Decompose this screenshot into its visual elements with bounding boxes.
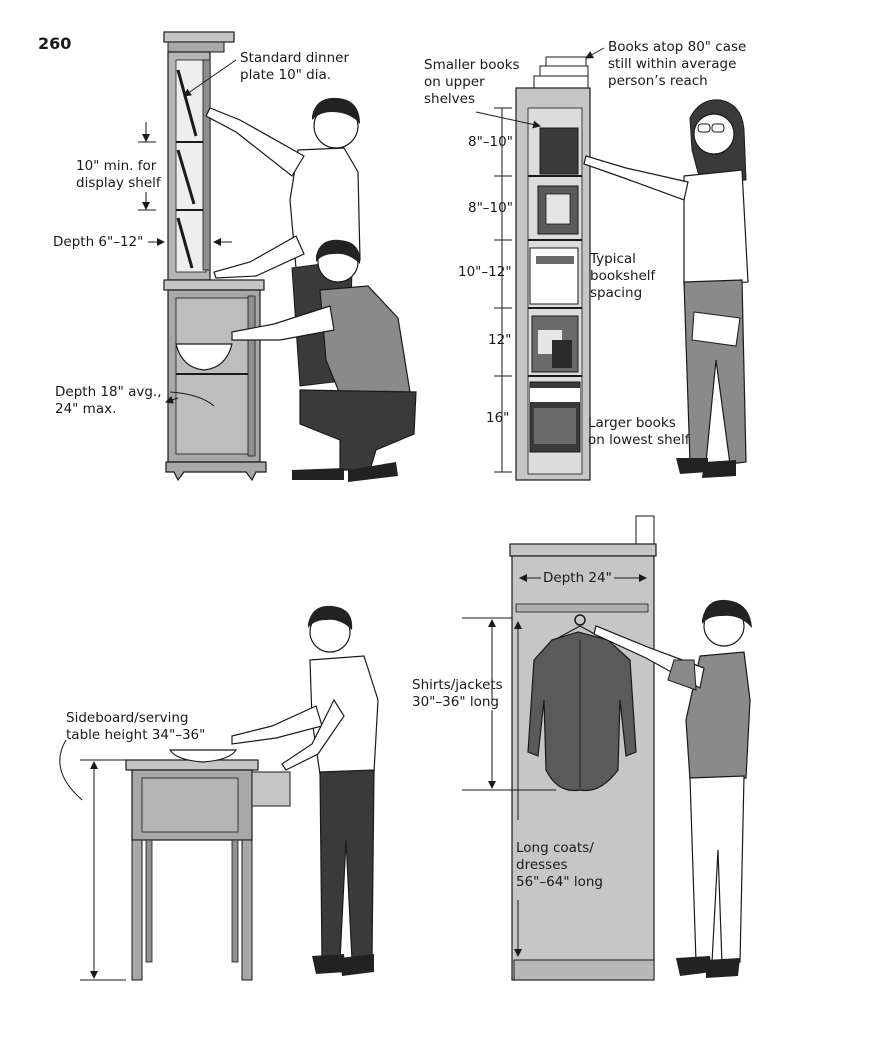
lower-depth-label: Depth 18" avg., 24" max.: [55, 384, 162, 417]
sideboard-height-label: Sideboard/serving table height 34"–36": [66, 710, 206, 743]
books-atop-label: Books atop 80" case still within average…: [608, 39, 747, 89]
shelf-spacing-1: 8"–10": [468, 134, 513, 150]
shelf-spacing-3: 10"–12": [458, 264, 512, 280]
closet: [509, 515, 657, 981]
standing-woman-bookcase: [583, 99, 749, 478]
sideboard-table: [125, 749, 291, 981]
standing-person-sideboard: [231, 605, 379, 976]
crouching-person-cabinet: [231, 239, 417, 482]
typical-spacing-label: Typical bookshelf spacing: [590, 251, 656, 301]
larger-books-label: Larger books on lowest shelf: [588, 415, 690, 448]
plate-size-label: Standard dinner plate 10" dia.: [240, 50, 349, 83]
bookcase: [515, 56, 591, 481]
coats-length-label: Long coats/ dresses 56"–64" long: [516, 840, 603, 890]
display-shelf-label: 10" min. for display shelf: [76, 158, 161, 191]
page-number: 260: [38, 34, 72, 53]
shelf-spacing-5: 16": [486, 410, 510, 426]
upper-depth-label: Depth 6"–12": [53, 234, 144, 250]
shirts-length-label: Shirts/jackets 30"–36" long: [412, 677, 503, 710]
shelf-spacing-2: 8"–10": [468, 200, 513, 216]
closet-dimension-lines: [462, 574, 647, 957]
bookcase-dimension-lines: [475, 47, 605, 473]
china-cabinet: [163, 31, 267, 482]
smaller-books-label: Smaller books on upper shelves: [424, 57, 520, 107]
sideboard-dimension-lines: [59, 739, 126, 981]
shelf-spacing-4: 12": [488, 332, 512, 348]
closet-depth-label: Depth 24": [541, 570, 614, 587]
cabinet-dimension-lines: [138, 59, 237, 407]
standing-person-closet: [593, 599, 752, 978]
